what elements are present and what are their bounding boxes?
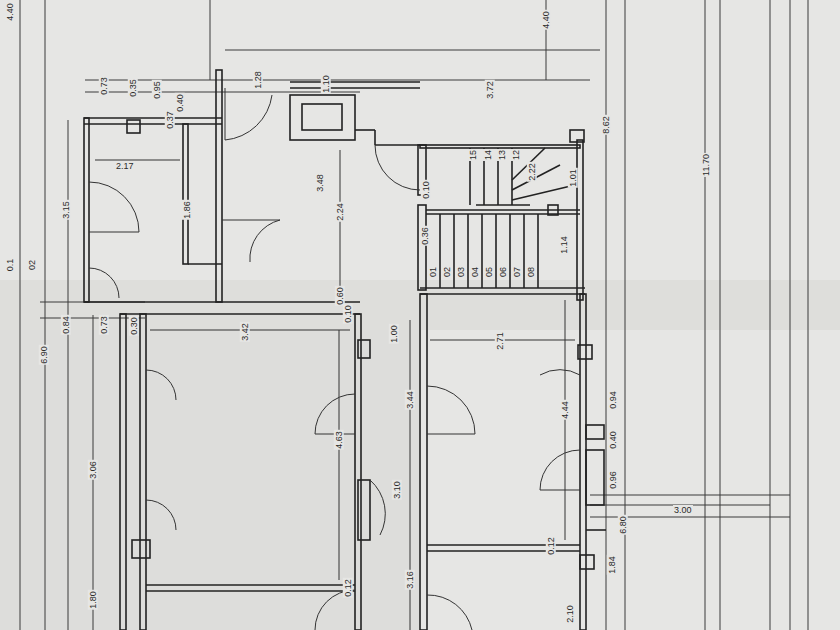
dimension-label: 08 (526, 266, 536, 278)
dimension-label: 4.44 (560, 400, 570, 420)
dimension-label: 1.28 (253, 70, 263, 90)
dimension-label: 0.12 (343, 578, 353, 598)
dimension-label: 14 (483, 149, 493, 161)
dimension-label: 0.10 (421, 180, 431, 200)
dimension-label: 0.10 (343, 304, 353, 324)
dimension-label: 3.15 (61, 200, 71, 220)
dimension-label: 02 (27, 259, 37, 271)
dimension-label: 0.60 (335, 286, 345, 306)
dimension-label: 11.70 (701, 153, 711, 177)
dimension-label: 0.1 (5, 258, 15, 273)
dimension-label: 0.30 (129, 316, 139, 336)
dimension-label: 6.80 (618, 515, 628, 535)
dimension-label: 0.40 (608, 430, 618, 450)
dimension-label: 0.12 (546, 536, 556, 556)
dimension-label: 0.73 (99, 76, 109, 96)
dimension-label: 02 (442, 266, 452, 278)
dimension-label: 0.35 (128, 78, 138, 98)
dimension-label: 0.37 (165, 110, 175, 130)
dimension-label: 0.94 (608, 390, 618, 410)
dimension-label: 07 (512, 266, 522, 278)
dimension-label: 0.40 (175, 93, 185, 113)
dimension-label: 1.86 (182, 200, 192, 220)
dimension-label: 0.84 (61, 315, 71, 335)
dimension-label: 2.71 (495, 331, 505, 351)
dimension-label: 1.00 (389, 324, 399, 344)
dimension-label: 0.95 (152, 80, 162, 100)
dimension-label: 04 (470, 266, 480, 278)
dimension-label: 3.44 (405, 390, 415, 410)
dimension-label: 3.10 (392, 480, 402, 500)
dimension-label: 15 (468, 149, 478, 161)
dimension-label: 3.06 (88, 460, 98, 480)
dimension-label: 05 (484, 266, 494, 278)
dimension-label: 1.80 (88, 590, 98, 610)
dimension-label: 13 (497, 149, 507, 161)
dimension-label: 2.24 (335, 202, 345, 222)
dimension-label: 3.16 (405, 570, 415, 590)
dimension-label: 0.73 (99, 315, 109, 335)
dimension-label: 01 (428, 266, 438, 278)
dimension-label: 4.40 (541, 10, 551, 30)
dimension-label: 6.90 (39, 345, 49, 365)
dimension-label: 4.63 (334, 430, 344, 450)
dimension-label: 1.84 (607, 555, 617, 575)
dimension-label: 2.10 (565, 604, 575, 624)
dimension-label: 1.01 (568, 168, 578, 188)
dimension-label: 2.17 (115, 161, 135, 171)
dimension-label: 3.42 (240, 322, 250, 342)
dimension-label: 3.00 (673, 505, 693, 515)
dimension-label: 0.96 (608, 470, 618, 490)
dimension-label: 1.10 (321, 74, 331, 94)
dimension-label: 3.72 (485, 80, 495, 100)
dimension-label: 4.40 (5, 2, 15, 22)
dimension-label: 2.22 (527, 162, 537, 182)
dimension-label: 0.36 (420, 226, 430, 246)
dimension-label: 06 (498, 266, 508, 278)
dimension-label: 3.48 (315, 173, 325, 193)
dimension-label: 8.62 (601, 115, 611, 135)
dimension-label: 1.14 (559, 235, 569, 255)
dimension-label: 12 (511, 149, 521, 161)
dimension-label: 03 (456, 266, 466, 278)
